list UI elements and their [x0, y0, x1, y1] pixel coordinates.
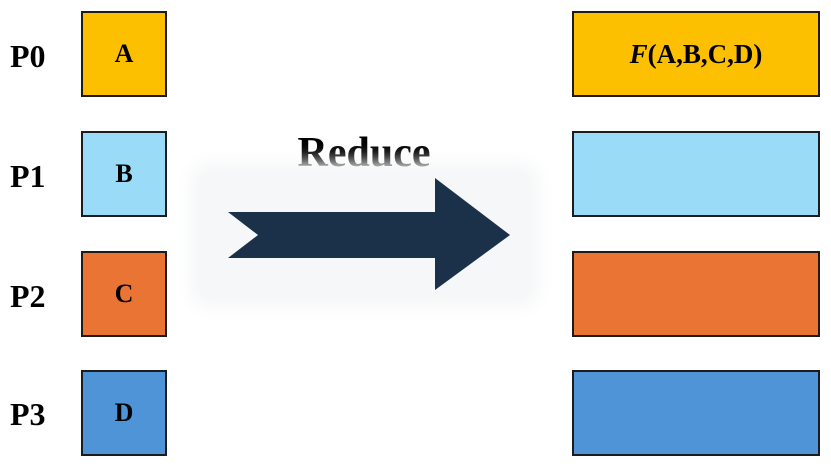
result-formula: F(A,B,C,D)	[630, 39, 763, 70]
input-value-p2: C	[114, 279, 134, 308]
process-label-p1: P1	[10, 158, 46, 194]
result-function: F	[629, 38, 648, 69]
reduce-arrow-icon	[200, 172, 530, 298]
output-box-p2	[572, 251, 820, 337]
output-box-p0: F(A,B,C,D)	[572, 11, 820, 97]
output-box-p3	[572, 370, 820, 456]
input-box-p0: A	[81, 11, 167, 97]
input-value-p1: B	[115, 159, 133, 188]
input-value-p3: D	[114, 398, 134, 427]
output-box-p1	[572, 131, 820, 217]
process-label-p2: P2	[10, 278, 46, 314]
process-label-p0: P0	[10, 38, 46, 74]
input-box-p2: C	[81, 251, 167, 337]
input-box-p3: D	[81, 370, 167, 456]
input-value-p0: A	[114, 39, 134, 68]
input-box-p1: B	[81, 131, 167, 217]
result-args: (A,B,C,D)	[647, 38, 763, 69]
reduce-label: Reduce	[297, 130, 431, 176]
process-label-p3: P3	[10, 396, 46, 432]
